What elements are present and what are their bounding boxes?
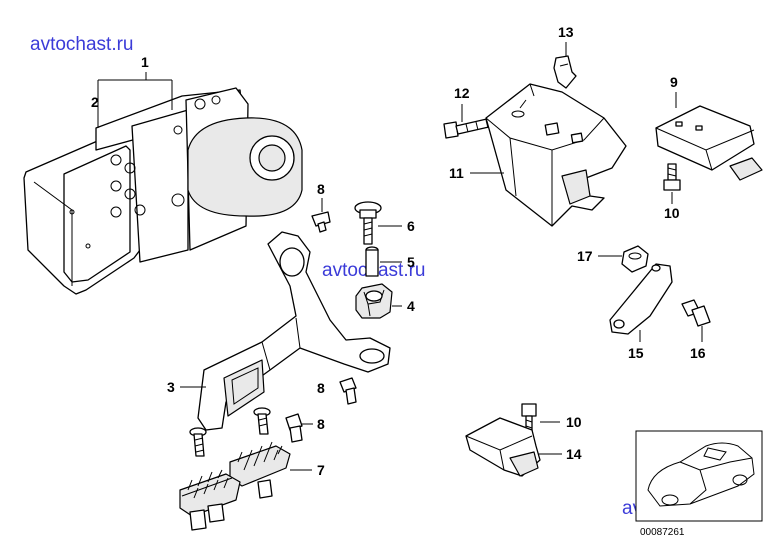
callout-10-top: 10 [664, 205, 680, 221]
callout-8-top: 8 [317, 181, 325, 197]
callout-17: 17 [577, 248, 593, 264]
callout-9: 9 [670, 74, 678, 90]
watermark-top-left: avtochast.ru [30, 34, 134, 55]
leader-1 [97, 72, 173, 128]
bracket-stud-right [253, 407, 271, 435]
callout-12: 12 [454, 85, 470, 101]
bolt-8-lower[interactable] [285, 413, 303, 443]
bracket-11[interactable] [485, 83, 627, 227]
callout-10-lower: 10 [566, 414, 582, 430]
callout-4: 4 [407, 298, 415, 314]
sensor-9[interactable] [655, 105, 763, 181]
abs-hydraulic-unit[interactable] [23, 87, 303, 295]
vehicle-location-thumbnail [635, 430, 763, 522]
clip-13[interactable] [553, 55, 577, 89]
bracket-3[interactable] [197, 231, 391, 431]
reference-number: 00087261 [640, 527, 685, 538]
callout-13: 13 [558, 24, 574, 40]
bolt-8-middle[interactable] [339, 377, 357, 405]
rubber-mount-4[interactable] [355, 283, 393, 319]
callout-2: 2 [91, 94, 99, 110]
callout-6: 6 [407, 218, 415, 234]
callout-14: 14 [566, 446, 582, 462]
bolt-6[interactable] [354, 201, 382, 245]
rubber-pads-7[interactable] [179, 441, 291, 531]
bracket-stud-left [189, 427, 207, 457]
bracket-plate-15[interactable] [609, 263, 673, 335]
sleeve-5[interactable] [365, 246, 379, 277]
bolt-16[interactable] [681, 299, 711, 327]
callout-5: 5 [407, 254, 415, 270]
callout-3: 3 [167, 379, 175, 395]
callout-7: 7 [317, 462, 325, 478]
nut-17[interactable] [621, 245, 649, 273]
sensor-14[interactable] [465, 417, 541, 477]
callout-8-middle: 8 [317, 380, 325, 396]
callout-16: 16 [690, 345, 706, 361]
bolt-8-top[interactable] [311, 211, 331, 233]
bolt-10-top[interactable] [663, 163, 681, 191]
callout-8-lower: 8 [317, 416, 325, 432]
callout-1: 1 [141, 54, 149, 70]
callout-11: 11 [449, 165, 464, 181]
callout-15: 15 [628, 345, 644, 361]
